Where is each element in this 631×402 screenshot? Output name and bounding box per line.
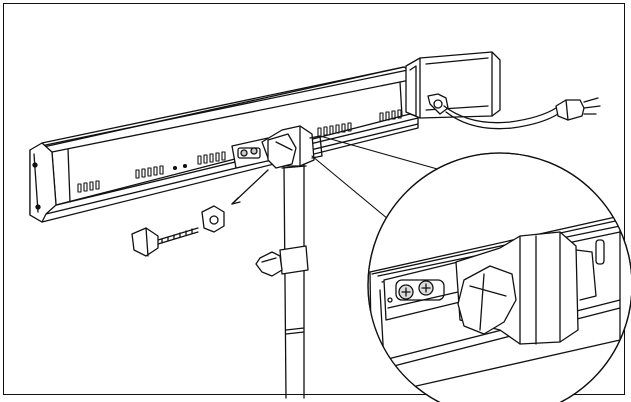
heater-housing [29, 66, 419, 223]
pole-clamp-knob [255, 245, 309, 277]
end-cap [29, 142, 57, 223]
control-box [405, 51, 501, 119]
diagram-frame [3, 3, 625, 395]
assembly-arrow [231, 169, 269, 205]
detail-callout [311, 135, 631, 402]
indicator-dot [182, 163, 188, 169]
power-cord [427, 93, 559, 130]
vent-slot-group [379, 109, 402, 122]
indicator-dot [172, 165, 178, 171]
plug [555, 97, 601, 121]
vent-slot-group [77, 180, 100, 193]
vent-slot-group [317, 122, 352, 137]
nut [201, 205, 225, 233]
locking-knob [267, 133, 297, 169]
pole [281, 163, 307, 399]
vent-slot-group [197, 151, 226, 165]
bolt [131, 227, 199, 257]
vent-slots [77, 109, 402, 193]
vent-slot-group [135, 165, 164, 179]
